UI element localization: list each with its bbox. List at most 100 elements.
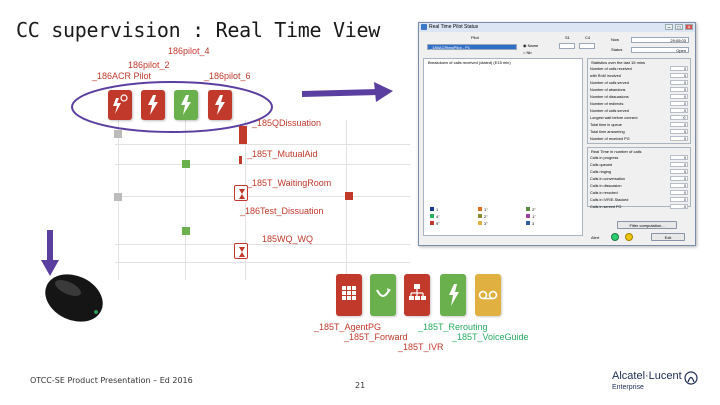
stat-label: Longest wait before connect [590,116,638,120]
forward-icon [370,274,396,316]
bolt-icon [174,90,198,120]
grid-line [115,244,410,245]
forward-node[interactable] [370,274,396,316]
legend-item: 1 [430,207,438,212]
grid-line [115,164,410,165]
company-logo: Alcatel·Lucent [612,370,682,382]
legend-text: 1 [436,207,438,212]
footer-text: OTCC-SE Product Presentation – Ed 2016 [30,376,193,385]
node-label: _185T_AgentPG [314,322,381,332]
stat-value: 0 [670,87,688,92]
hourglass-icon[interactable] [234,243,248,259]
maximize-button[interactable]: □ [675,24,683,30]
breakdown-panel: Breakdown of calls received (dialed) (E1… [423,58,583,236]
grid-node [114,130,122,138]
stat-value: 0 [670,136,688,141]
voiceguide-node[interactable] [475,274,501,316]
stat-value: 0 [670,204,688,209]
legend-swatch [430,207,434,211]
slide-title: CC supervision : Real Time View [16,18,380,42]
legend-item: 2" [478,214,488,219]
stat-value: 0 [670,122,688,127]
grid-line [185,120,186,280]
app-icon [421,24,427,30]
status-label: Status [611,47,622,52]
stat-label: Calls in rerouted [590,191,618,195]
pilot-4[interactable] [174,90,198,120]
stats-title: Statistics over the last 15 mins [591,60,645,65]
legend-text: 1" [484,207,488,212]
filter-computation-button[interactable]: Filter computation... [617,221,677,229]
stat-label: Calls in conversation [590,177,625,181]
bolt-icon [440,274,466,316]
node-label: _185T_Rerouting [418,322,488,332]
number-radio[interactable]: ○ Nb [523,50,532,55]
agentpg-node[interactable] [336,274,362,316]
stat-row: Number of dissuasions 0 [590,94,690,100]
legend-text: 2" [532,207,536,212]
stat-value: 0 [670,66,688,71]
name-radio[interactable]: ◉ Name [523,43,538,48]
stats-panel: Statistics over the last 15 mins Number … [587,58,691,144]
legend-item: 9" [430,221,440,226]
alert-status-icon [611,233,619,241]
grid-node [114,193,122,201]
stat-value: 0 [670,73,688,78]
legend-item: 3 [526,221,534,226]
legend-item: 1" [478,207,488,212]
grid-icon [336,274,362,316]
pilot-acr[interactable] [108,90,132,120]
bolt-icon [141,90,165,120]
legend-swatch [526,207,530,211]
close-button[interactable]: × [685,24,693,30]
hourglass-icon[interactable] [234,185,248,201]
breakdown-legend: 14"9"1"2"3"2"1"3 [430,207,580,231]
status-field: Open [631,47,689,53]
pilot-2[interactable] [141,90,165,120]
mouse-icon [38,268,108,330]
stat-value: 0 [670,94,688,99]
minimize-button[interactable]: – [665,24,673,30]
stat-row: Number of calls received0 [590,66,690,72]
stat-value: 0 [670,129,688,134]
col2-label: C4 [585,35,590,40]
logo-icon [684,371,698,385]
stat-label: Number of dissuasions [590,95,629,99]
queue-label: _185T_WaitingRoom [247,178,331,188]
queue-label: 185WQ_WQ [262,234,313,244]
voicemail-icon [475,274,501,316]
breakdown-title: Breakdown of calls received (dialed) (E1… [428,60,511,65]
grid-line [115,144,410,145]
now-label: Now [611,37,619,42]
exit-button[interactable]: Exit [651,233,685,241]
legend-text: 1" [532,214,536,219]
stat-label: Calls in dissuasion [590,184,621,188]
pilot-6[interactable] [208,90,232,120]
grid-line [346,120,347,280]
gear-bolt-icon [108,90,132,120]
ivr-node[interactable] [404,274,430,316]
stat-label: Number of abandons [590,88,625,92]
window-titlebar: Real Time Pilot Status – □ × [419,23,695,32]
stat-row: Total time answering0 [590,129,690,135]
stat-row: Calls in progress0 [590,155,690,161]
stat-label: Calls queued [590,163,612,167]
legend-swatch [478,221,482,225]
grid-node [345,192,353,200]
pilot-label: 186pilot_4 [168,46,210,56]
indicator-1 [559,43,575,49]
pilot-select[interactable]: _185ACRtestPilot - P1 [427,44,517,50]
stat-row: Number of abandons 0 [590,87,690,93]
stat-row: Number of redirects0 [590,101,690,107]
indicator-2 [579,43,595,49]
tree-icon [404,274,430,316]
stat-row: Calls ringing0 [590,169,690,175]
legend-text: 2" [484,214,488,219]
rerouting-node[interactable] [440,274,466,316]
stat-value: 0 [670,80,688,85]
stat-value: 0 [670,162,688,167]
